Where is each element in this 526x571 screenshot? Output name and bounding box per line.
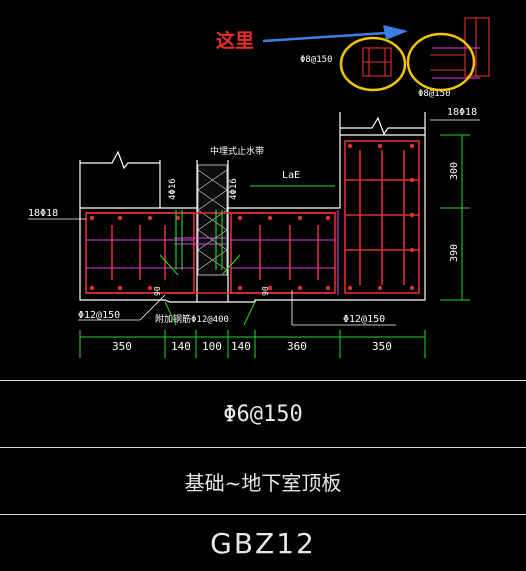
water-stop-label: 中埋式止水带 <box>210 145 264 157</box>
small-rebar-label-1: Φ8@150 <box>300 55 333 65</box>
lae-label: LaE <box>282 170 300 181</box>
svg-text:140: 140 <box>231 340 251 353</box>
vert-right-label: 4Φ16 <box>229 178 239 200</box>
rebar-cage <box>85 140 420 294</box>
member-code: GBZ12 <box>210 526 316 560</box>
bottom-right-leader <box>291 290 396 326</box>
right-vertical-dimension <box>440 134 470 301</box>
bottom-dimension-chain <box>79 330 426 358</box>
vert-left-label: 4Φ16 <box>168 178 178 200</box>
svg-text:350: 350 <box>112 340 132 353</box>
concrete-outline <box>79 112 426 303</box>
wall-vertical-bars <box>159 210 241 276</box>
additional-rebar-lines <box>164 301 256 326</box>
small-detail-tie <box>432 47 480 79</box>
highlight-circle-left <box>339 36 407 92</box>
dimension-labels: 350 140 100 140 360 350 <box>112 340 392 353</box>
annotation-label: 这里 <box>216 29 254 52</box>
rebar-dots <box>89 143 415 291</box>
bottom-left-rebar-label: Φ12@150 <box>78 310 120 321</box>
rebar-spec-value: Φ6@150 <box>223 401 303 427</box>
svg-text:100: 100 <box>202 340 222 353</box>
dim-300: 300 <box>449 162 460 180</box>
table-row-code: GBZ12 <box>0 514 526 571</box>
dim-390: 390 <box>449 244 460 262</box>
svg-text:140: 140 <box>171 340 191 353</box>
svg-text:360: 360 <box>287 340 307 353</box>
stirrups <box>86 210 339 295</box>
additional-rebar-label: 附加钢筋Φ12@400 <box>155 313 229 325</box>
range-value: 基础~地下室顶板 <box>184 470 342 495</box>
section-drawing: 中埋式止水带 LaE 4Φ16 4Φ16 18Φ18 18Φ18 Φ12@150… <box>28 17 490 358</box>
bottom-left-leader <box>78 294 166 321</box>
highlight-circle-right <box>406 32 476 92</box>
table-row-rebar-spec: Φ6@150 <box>0 380 526 447</box>
svg-text:350: 350 <box>372 340 392 353</box>
small-rebar-label-2: Φ8@150 <box>418 89 451 99</box>
hook-90-left: 90 <box>153 286 162 296</box>
bottom-right-rebar-label: Φ12@150 <box>343 314 385 325</box>
spec-table: Φ6@150 基础~地下室顶板 GBZ12 <box>0 378 526 570</box>
left-rebar-label: 18Φ18 <box>28 208 58 219</box>
water-stop <box>197 164 228 276</box>
annotation-arrow <box>262 25 408 43</box>
top-right-rebar-label: 18Φ18 <box>447 107 477 118</box>
hook-90-right: 90 <box>261 286 270 296</box>
small-detail <box>362 17 490 77</box>
table-row-range: 基础~地下室顶板 <box>0 447 526 514</box>
